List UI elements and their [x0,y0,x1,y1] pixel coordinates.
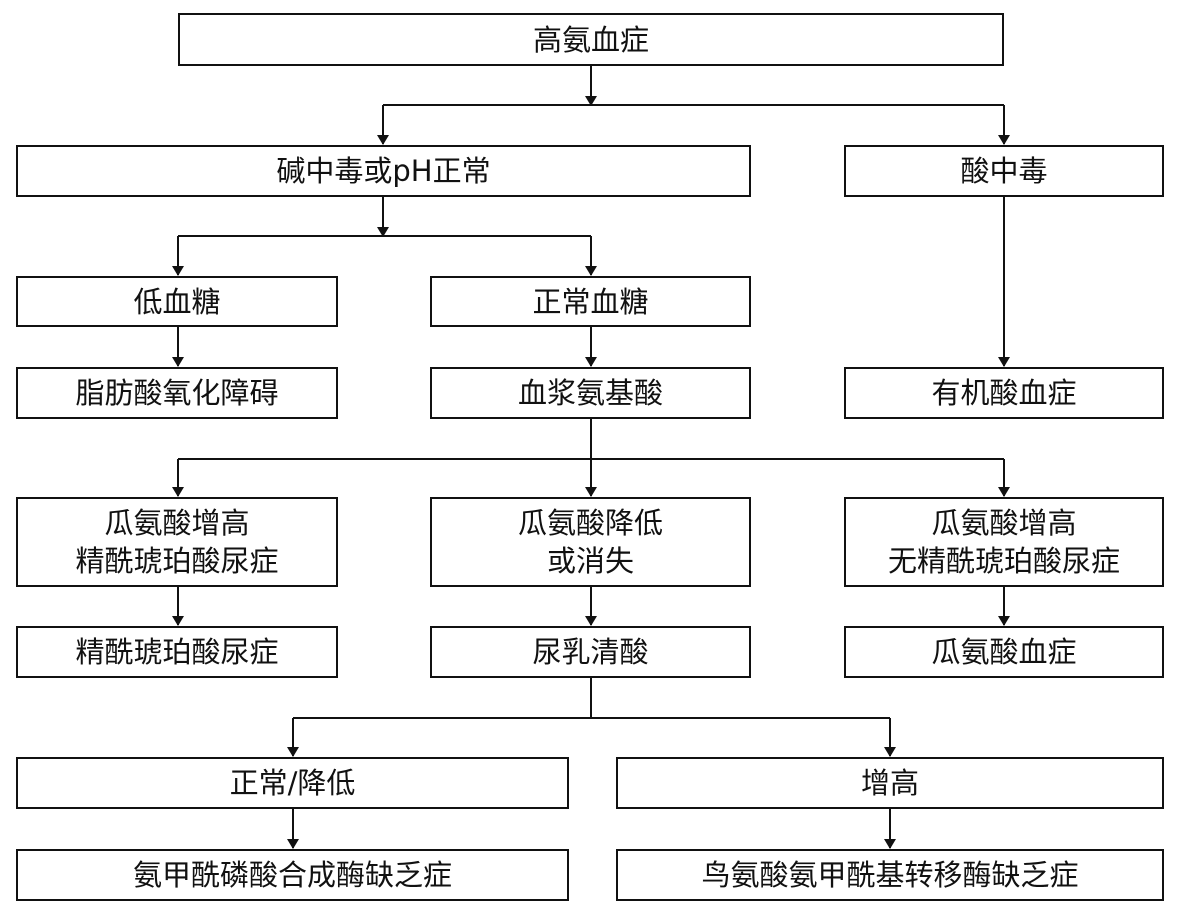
node-label: 低血糖 [133,284,221,319]
node-label: 有机酸血症 [931,376,1077,410]
node-hypoglycemia: 低血糖 [16,276,338,327]
node-label-line-2: 精酰琥珀酸尿症 [75,544,279,578]
node-citrulline-high-no-asa: 瓜氨酸增高 无精酰琥珀酸尿症 [844,497,1164,587]
node-label: 尿乳清酸 [532,635,649,669]
node-citrulline-high-with-asa: 瓜氨酸增高 精酰琥珀酸尿症 [16,497,338,587]
node-increased: 增高 [616,757,1164,809]
node-label: 高氨血症 [532,22,649,57]
node-label: 正常血糖 [532,284,649,319]
node-normal-glucose: 正常血糖 [430,276,751,327]
node-label: 瓜氨酸血症 [931,635,1077,669]
node-label: 增高 [860,766,919,800]
node-label-line-1: 瓜氨酸增高 [104,506,250,540]
node-alkalosis-or-normal-ph: 碱中毒或pH正常 [16,145,751,197]
node-hyperammonemia: 高氨血症 [178,13,1004,66]
node-label-line-1: 瓜氨酸降低 [517,506,663,540]
node-organic-acidemia: 有机酸血症 [844,367,1164,419]
node-fatty-acid-oxidation-disorder: 脂肪酸氧化障碍 [16,367,338,419]
node-label: 氨甲酰磷酸合成酶缺乏症 [132,858,452,892]
node-acidosis: 酸中毒 [844,145,1164,197]
node-label: 脂肪酸氧化障碍 [75,376,279,410]
node-label-line-1: 瓜氨酸增高 [931,506,1077,540]
node-citrulline-low: 瓜氨酸降低 或消失 [430,497,751,587]
node-label-line-2: 或消失 [546,544,634,578]
node-normal-or-low: 正常/降低 [16,757,569,809]
node-argininosuccinic-aciduria: 精酰琥珀酸尿症 [16,626,338,678]
node-label: 鸟氨酸氨甲酰基转移酶缺乏症 [701,858,1079,892]
node-label: 血浆氨基酸 [517,376,663,410]
node-label: 正常/降低 [229,766,356,800]
node-cps-deficiency: 氨甲酰磷酸合成酶缺乏症 [16,849,569,901]
node-label-line-2: 无精酰琥珀酸尿症 [887,544,1120,578]
node-plasma-amino-acids: 血浆氨基酸 [430,367,751,419]
node-otc-deficiency: 鸟氨酸氨甲酰基转移酶缺乏症 [616,849,1164,901]
node-urine-orotic-acid: 尿乳清酸 [430,626,751,678]
node-label: 酸中毒 [960,154,1048,188]
node-label: 碱中毒或pH正常 [276,154,491,188]
node-citrullinemia: 瓜氨酸血症 [844,626,1164,678]
node-label: 精酰琥珀酸尿症 [75,635,279,669]
